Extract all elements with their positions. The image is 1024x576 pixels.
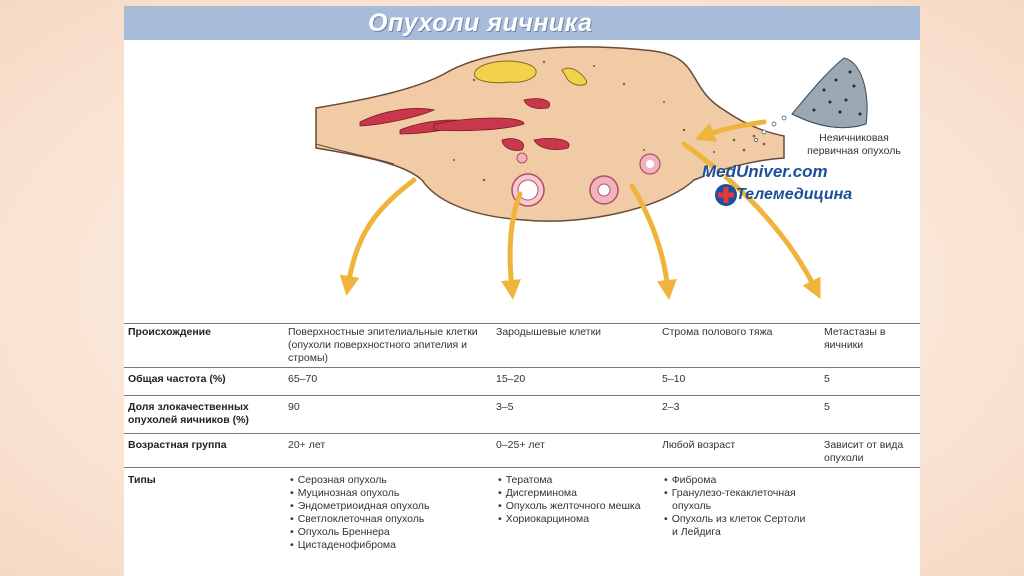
list-item: Опухоль Бреннера (288, 526, 484, 539)
table-cell: 20+ лет (288, 439, 326, 451)
table-cell: Строма полового тяжа (662, 326, 773, 338)
table-cell: 5–10 (662, 373, 686, 385)
metastasis-caption: Неяичниковая первичная опухоль (794, 132, 914, 158)
page-title: Опухоли яичника (368, 9, 593, 37)
table-cell: Зародышевые клетки (496, 326, 602, 338)
list-item: Серозная опухоль (288, 474, 484, 487)
watermark-site: MedUniver.com (702, 162, 828, 181)
types-list: Серозная опухольМуцинозная опухольЭндоме… (288, 474, 484, 552)
types-metastasis (816, 468, 920, 555)
table-row: Общая частота (%) 65–70 15–20 5–10 5 (124, 368, 920, 396)
row-header: Происхождение (128, 326, 211, 338)
table-cell: 2–3 (662, 401, 680, 413)
table-cell: 15–20 (496, 373, 526, 385)
list-item: Хориокарцинома (496, 513, 650, 526)
types-list: ТератомаДисгерминомаОпухоль желточного м… (496, 474, 650, 526)
types-surface: Серозная опухольМуцинозная опухольЭндоме… (280, 468, 488, 555)
medical-cross-icon (715, 184, 737, 206)
tumor-table: Происхождение Поверхностные эпителиальны… (124, 323, 920, 554)
table-cell: Метастазы в яичники (824, 326, 886, 351)
metastasis-caption-line2: первичная опухоль (807, 145, 901, 157)
list-item: Тератома (496, 474, 650, 487)
watermark-telemedicine: Телемедицина (736, 186, 853, 203)
ovary-illustration (315, 46, 868, 300)
follicles (511, 152, 661, 207)
title-banner: Опухоли яичника (124, 6, 920, 40)
row-header: Доля злокачественных опухолей яичников (… (128, 401, 249, 426)
spread-arrows (339, 119, 821, 300)
list-item: Цистаденофиброма (288, 539, 484, 552)
types-list: ФибромаГранулезо-текаклеточная опухольОп… (662, 474, 812, 539)
table-cell: Любой возраст (662, 439, 736, 451)
table-cell: 5 (824, 401, 830, 413)
corpus-luteum (474, 60, 537, 84)
list-item: Муцинозная опухоль (288, 487, 484, 500)
metastasis-source (754, 57, 868, 142)
table-row: Возрастная группа 20+ лет 0–25+ лет Любо… (124, 434, 920, 468)
row-header: Типы (128, 474, 156, 486)
table-row: Доля злокачественных опухолей яичников (… (124, 396, 920, 434)
table-cell: Поверхностные эпителиальные клетки (опух… (288, 326, 478, 364)
row-header: Возрастная группа (128, 439, 227, 451)
list-item: Дисгерминома (496, 487, 650, 500)
metastasis-caption-line1: Неяичниковая (819, 132, 889, 144)
blood-vessels (359, 98, 570, 151)
list-item: Гранулезо-текаклеточная опухоль (662, 487, 812, 513)
types-germ: ТератомаДисгерминомаОпухоль желточного м… (488, 468, 654, 555)
corpus-albicans (561, 67, 588, 86)
table-cell: 65–70 (288, 373, 318, 385)
list-item: Опухоль желточного мешка (496, 500, 650, 513)
table-cell: 90 (288, 401, 300, 413)
table-cell: 0–25+ лет (496, 439, 545, 451)
list-item: Опухоль из клеток Сертоли и Лейдига (662, 513, 812, 539)
row-header: Общая частота (%) (128, 373, 226, 385)
slide: Опухоли яичника (124, 6, 920, 576)
types-stroma: ФибромаГранулезо-текаклеточная опухольОп… (654, 468, 816, 555)
list-item: Светлоклеточная опухоль (288, 513, 484, 526)
list-item: Фиброма (662, 474, 812, 487)
table-cell: 5 (824, 373, 830, 385)
table-row-types: Типы Серозная опухольМуцинозная опухольЭ… (124, 468, 920, 555)
table-cell: 3–5 (496, 401, 514, 413)
table-cell: Зависит от вида опухоли (824, 439, 904, 464)
ovary-body (315, 46, 785, 222)
list-item: Эндометриоидная опухоль (288, 500, 484, 513)
table-row: Происхождение Поверхностные эпителиальны… (124, 323, 920, 368)
